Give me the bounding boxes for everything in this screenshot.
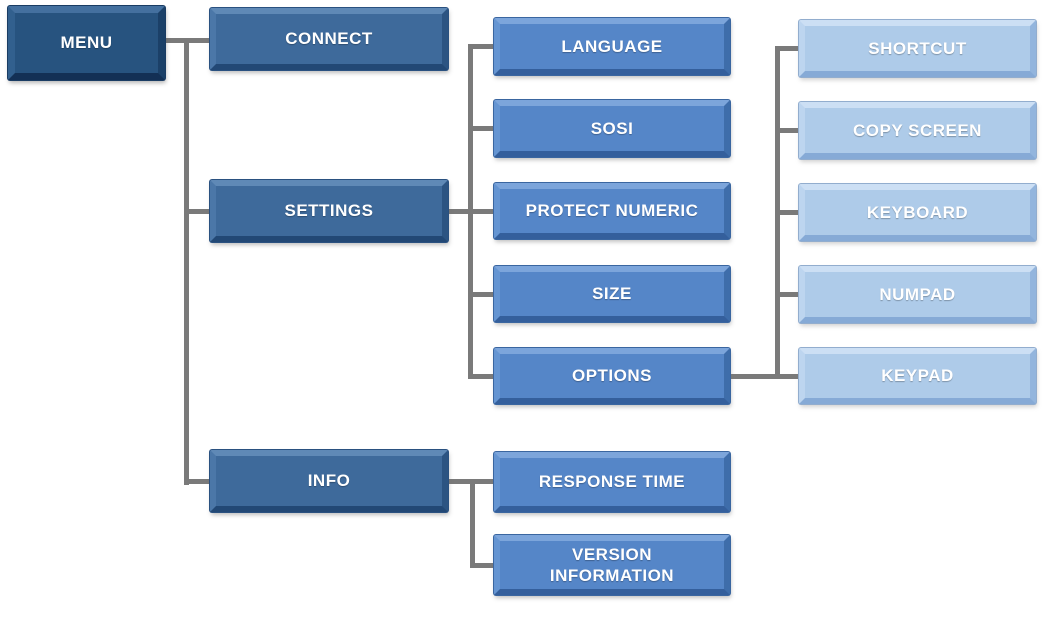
connector-stub-settings — [184, 209, 210, 214]
node-keypad: KEYPAD — [799, 348, 1036, 404]
connector-stub-numpad — [775, 292, 799, 297]
node-menu-label: MENU — [60, 33, 113, 53]
connector-stub-shortcut — [775, 46, 799, 51]
connector-stub-copy-screen — [775, 128, 799, 133]
node-connect-label: CONNECT — [285, 29, 373, 49]
node-sosi-label: SOSI — [590, 118, 634, 138]
node-info: INFO — [210, 450, 448, 512]
node-language: LANGUAGE — [494, 18, 730, 75]
node-options-label: OPTIONS — [571, 366, 652, 386]
node-keyboard-label: KEYBOARD — [866, 202, 969, 222]
node-response-time: RESPONSE TIME — [494, 452, 730, 512]
node-copy-screen-label: COPY SCREEN — [853, 120, 982, 140]
node-keyboard: KEYBOARD — [799, 184, 1036, 241]
node-version-information: VERSION INFORMATION — [494, 535, 730, 595]
node-copy-screen: COPY SCREEN — [799, 102, 1036, 159]
node-shortcut-label: SHORTCUT — [868, 38, 967, 58]
node-language-label: LANGUAGE — [561, 36, 663, 56]
connector-trunk-info-children — [470, 479, 475, 568]
node-protect-numeric: PROTECT NUMERIC — [494, 183, 730, 239]
node-numpad: NUMPAD — [799, 266, 1036, 323]
connector-stub-options — [468, 374, 494, 379]
node-response-time-label: RESPONSE TIME — [538, 472, 686, 492]
node-numpad-label: NUMPAD — [879, 284, 956, 304]
node-keypad-label: KEYPAD — [881, 366, 954, 386]
connector-stub-size — [468, 292, 494, 297]
node-shortcut: SHORTCUT — [799, 20, 1036, 77]
connector-stub-version-information — [470, 563, 494, 568]
connector-options-to-keypad — [730, 374, 799, 379]
node-settings: SETTINGS — [210, 180, 448, 242]
node-protect-numeric-label: PROTECT NUMERIC — [525, 201, 699, 221]
node-sosi: SOSI — [494, 100, 730, 157]
node-menu: MENU — [8, 6, 165, 80]
node-options: OPTIONS — [494, 348, 730, 404]
connector-stub-language — [468, 44, 494, 49]
connector-stub-info — [184, 479, 210, 484]
node-version-information-label: VERSION INFORMATION — [549, 544, 675, 585]
connector-stub-sosi — [468, 126, 494, 131]
node-info-label: INFO — [307, 471, 351, 491]
node-size: SIZE — [494, 266, 730, 322]
connector-trunk-level2 — [468, 44, 473, 379]
connector-trunk-level1 — [184, 38, 189, 485]
connector-stub-keyboard — [775, 210, 799, 215]
node-connect: CONNECT — [210, 8, 448, 70]
node-size-label: SIZE — [592, 284, 632, 304]
node-settings-label: SETTINGS — [284, 201, 374, 221]
